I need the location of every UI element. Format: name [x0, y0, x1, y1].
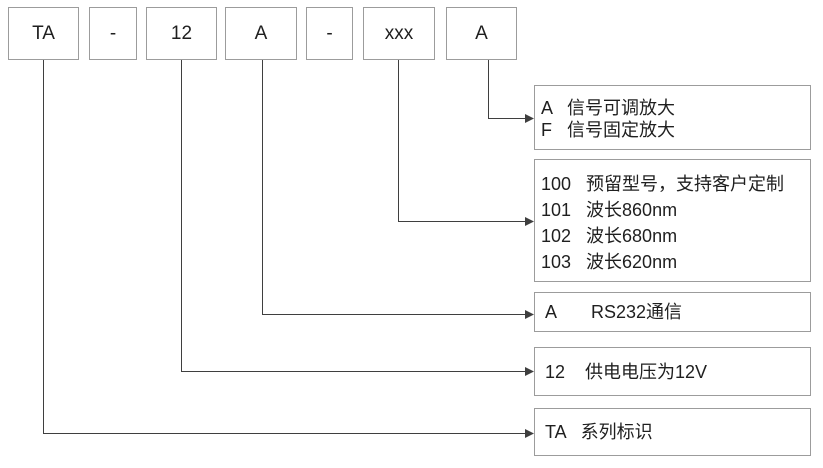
segment-label-dash-1: - — [109, 22, 117, 44]
arrowhead-ta-icon — [525, 429, 534, 438]
legend-line: 12 供电电压为12V — [545, 361, 708, 382]
segment-label-dash-2: - — [326, 22, 333, 44]
segment-label-ta: TA — [32, 22, 55, 44]
connector-xxx — [398, 60, 526, 222]
connector-ta — [43, 60, 526, 434]
legend-line: 100 预留型号，支持客户定制 — [541, 174, 785, 194]
segment-box-12: 12 — [146, 7, 217, 60]
legend-box-communication: A RS232通信 — [534, 292, 811, 332]
segment-label-xxx: xxx — [384, 22, 414, 44]
arrowhead-a-comm-icon — [525, 310, 534, 319]
legend-line: 103 波长620nm — [541, 252, 678, 272]
legend-box-model-number: 100 预留型号，支持客户定制 101 波长860nm 102 波长680nm … — [534, 159, 811, 282]
segment-box-a-comm: A — [225, 7, 297, 60]
connector-a-amp — [488, 60, 526, 119]
segment-label-a-comm: A — [254, 22, 268, 44]
legend-line: 102 波长680nm — [541, 226, 678, 246]
arrowhead-a-amp-icon — [525, 114, 534, 123]
legend-line: TA 系列标识 — [545, 422, 653, 442]
connector-12 — [181, 60, 526, 372]
segment-box-dash-2: - — [306, 7, 353, 60]
legend-line: 101 波长860nm — [541, 200, 678, 220]
legend-line: F 信号固定放大 — [541, 120, 675, 140]
arrowhead-xxx-icon — [525, 217, 534, 226]
legend-box-supply-voltage: 12 供电电压为12V — [534, 347, 811, 396]
segment-box-dash-1: - — [89, 7, 137, 60]
legend-box-amplification: A 信号可调放大 F 信号固定放大 — [534, 85, 811, 150]
legend-box-series-id: TA 系列标识 — [534, 408, 811, 456]
legend-line: A 信号可调放大 — [541, 98, 676, 118]
segment-label-12: 12 — [170, 22, 193, 44]
legend-line: A RS232通信 — [545, 302, 683, 322]
segment-box-ta: TA — [8, 7, 79, 60]
segment-label-a-amp: A — [475, 22, 488, 44]
connector-a-comm — [262, 60, 526, 315]
segment-box-a-amp: A — [446, 7, 517, 60]
arrowhead-12-icon — [525, 367, 534, 376]
segment-box-xxx: xxx — [363, 7, 435, 60]
